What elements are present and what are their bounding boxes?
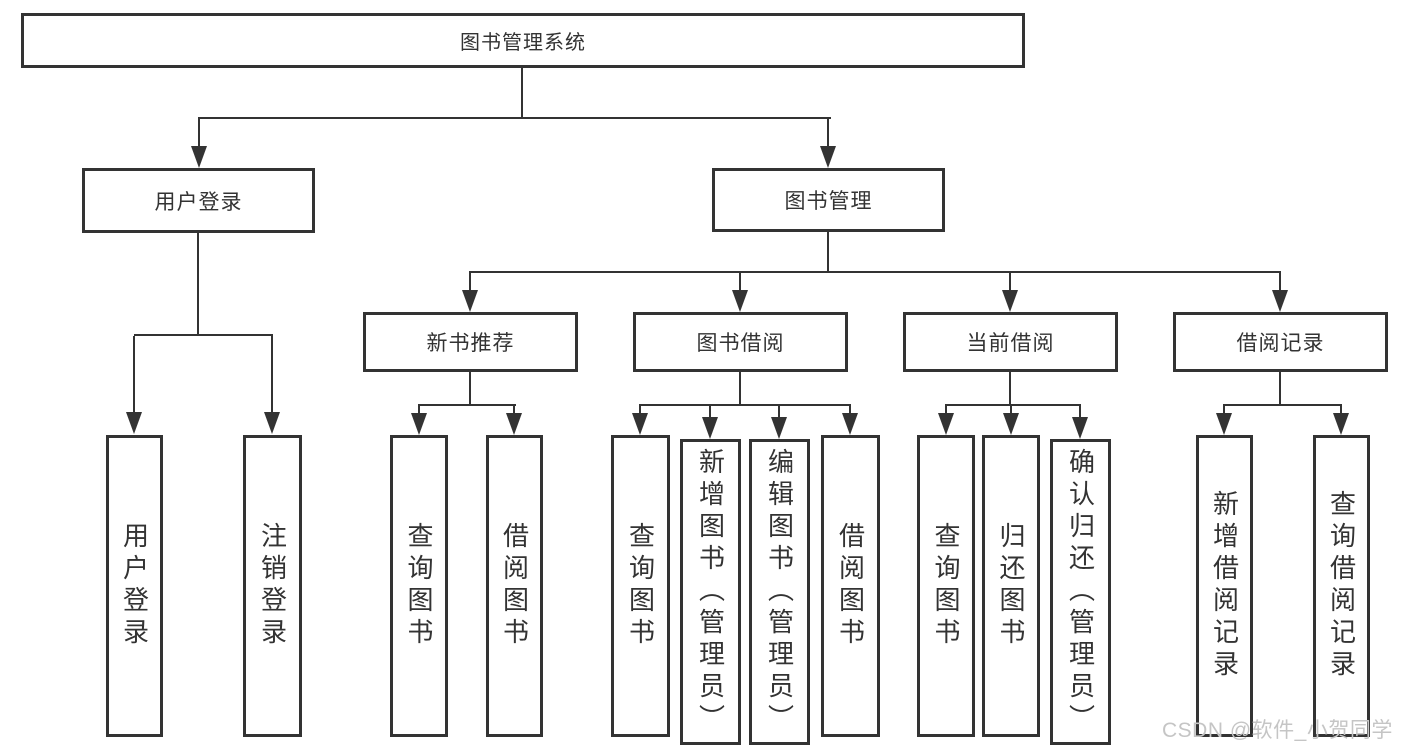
csdn-watermark: CSDN @软件_小贺同学 (1162, 719, 1393, 742)
arrowhead-user-login (191, 146, 207, 168)
node-query-books-b: 查询图书 (611, 435, 670, 737)
arrowhead-query-books-c (938, 413, 954, 435)
arrowhead-return-books (1003, 413, 1019, 435)
node-new-book-recommendation: 新书推荐 (363, 312, 578, 372)
line-drop-user-login (198, 118, 200, 148)
node-confirm-return-admin: 确认归还（管理员） (1050, 439, 1111, 745)
line-current-borrowing-stub (1009, 372, 1011, 406)
arrowhead-add-books-admin (702, 417, 718, 439)
arrowhead-book-management (820, 146, 836, 168)
arrowhead-borrow-books-a (506, 413, 522, 435)
node-edit-books-admin: 编辑图书（管理员） (749, 439, 810, 745)
line-drop-book-management (827, 118, 829, 148)
line-book-management-stub (827, 232, 829, 273)
node-query-books-a: 查询图书 (390, 435, 448, 737)
node-book-management: 图书管理 (712, 168, 945, 232)
node-current-borrowing: 当前借阅 (903, 312, 1118, 372)
arrowhead-logout-action (264, 412, 280, 434)
arrowhead-current-borrowing (1002, 290, 1018, 312)
arrowhead-borrow-books-b (842, 413, 858, 435)
line-drop-return-books (1010, 406, 1012, 414)
line-drop-query-books-b (639, 406, 641, 414)
line-drop-borrowing-records (1279, 272, 1281, 292)
node-query-books-c: 查询图书 (917, 435, 975, 737)
node-book-borrowing: 图书借阅 (633, 312, 848, 372)
line-drop-login-action (133, 336, 135, 413)
line-new-book-stub (469, 372, 471, 406)
node-borrow-books-b: 借阅图书 (821, 435, 880, 737)
line-drop-borrow-books-b (849, 406, 851, 414)
node-user-login-action: 用户登录 (106, 435, 163, 737)
arrowhead-borrowing-records (1272, 290, 1288, 312)
line-drop-new-book (469, 272, 471, 292)
line-drop-add-books-admin (709, 406, 711, 418)
arrowhead-query-books-b (632, 413, 648, 435)
line-drop-query-books-c (945, 406, 947, 414)
line-borrowing-records-splitter (1223, 404, 1342, 406)
line-drop-current-borrowing (1009, 272, 1011, 292)
node-library-management-system: 图书管理系统 (21, 13, 1025, 68)
line-drop-query-borrow-record (1340, 406, 1342, 414)
line-drop-edit-books-admin (778, 406, 780, 418)
arrowhead-new-book (462, 290, 478, 312)
node-return-books: 归还图书 (982, 435, 1040, 737)
line-user-login-splitter (134, 334, 273, 336)
line-root-stub (521, 68, 523, 118)
line-drop-query-books-a (418, 406, 420, 414)
line-current-borrowing-splitter (945, 404, 1081, 406)
node-add-books-admin: 新增图书（管理员） (680, 439, 741, 745)
line-root-splitter (198, 117, 831, 119)
node-logout-action: 注销登录 (243, 435, 302, 737)
arrowhead-login-action (126, 412, 142, 434)
arrowhead-query-borrow-record (1333, 413, 1349, 435)
arrowhead-query-books-a (411, 413, 427, 435)
arrowhead-add-borrow-record (1216, 413, 1232, 435)
line-book-borrowing-splitter (639, 404, 851, 406)
node-query-borrow-record: 查询借阅记录 (1313, 435, 1370, 737)
arrowhead-confirm-return-admin (1072, 417, 1088, 439)
line-book-management-splitter (469, 271, 1281, 273)
node-borrow-books-a: 借阅图书 (486, 435, 543, 737)
line-drop-logout-action (271, 336, 273, 413)
node-user-login: 用户登录 (82, 168, 315, 233)
arrowhead-edit-books-admin (771, 417, 787, 439)
line-drop-borrow-books-a (513, 406, 515, 414)
line-drop-confirm-return-admin (1079, 406, 1081, 418)
line-user-login-stub (197, 233, 199, 336)
line-drop-add-borrow-record (1223, 406, 1225, 414)
line-drop-book-borrowing (739, 272, 741, 292)
line-borrowing-records-stub (1279, 372, 1281, 406)
line-book-borrowing-stub (739, 372, 741, 406)
node-borrowing-records: 借阅记录 (1173, 312, 1388, 372)
arrowhead-book-borrowing (732, 290, 748, 312)
line-new-book-splitter (418, 404, 516, 406)
node-add-borrow-record: 新增借阅记录 (1196, 435, 1253, 737)
